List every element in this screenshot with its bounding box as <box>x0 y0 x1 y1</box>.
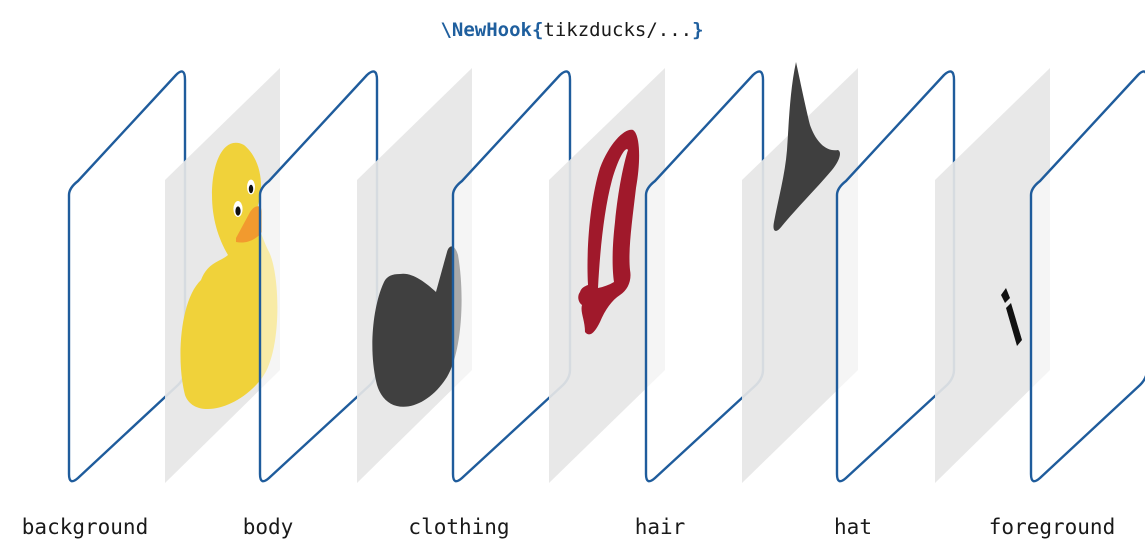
label-foreground: foreground <box>989 515 1115 539</box>
layer-labels: background body clothing hair hat foregr… <box>22 515 1115 539</box>
title-close: } <box>692 19 703 41</box>
label-clothing: clothing <box>408 515 509 539</box>
label-hair: hair <box>635 515 686 539</box>
jacket-icon <box>372 246 462 407</box>
label-body: body <box>243 515 294 539</box>
title-command: \NewHook{ <box>440 19 543 41</box>
label-background: background <box>22 515 148 539</box>
layer-clothing <box>357 68 472 483</box>
layer-hair <box>549 68 665 483</box>
layer-hat <box>742 62 858 483</box>
long-hair-icon <box>578 129 640 335</box>
layer-foreground <box>935 68 1050 483</box>
wand-icon <box>1001 288 1022 346</box>
label-hat: hat <box>834 515 872 539</box>
layer-foreground-frame <box>1029 70 1145 483</box>
diagram-title: \NewHook{tikzducks/...} <box>440 19 703 41</box>
layer-frame <box>1029 70 1145 483</box>
rubber-duck-body-icon <box>180 142 278 410</box>
witch-hat-icon <box>773 62 840 231</box>
layer-body <box>165 68 280 483</box>
layer-shadow-plane <box>935 68 1050 483</box>
title-argument: tikzducks/... <box>543 19 692 41</box>
